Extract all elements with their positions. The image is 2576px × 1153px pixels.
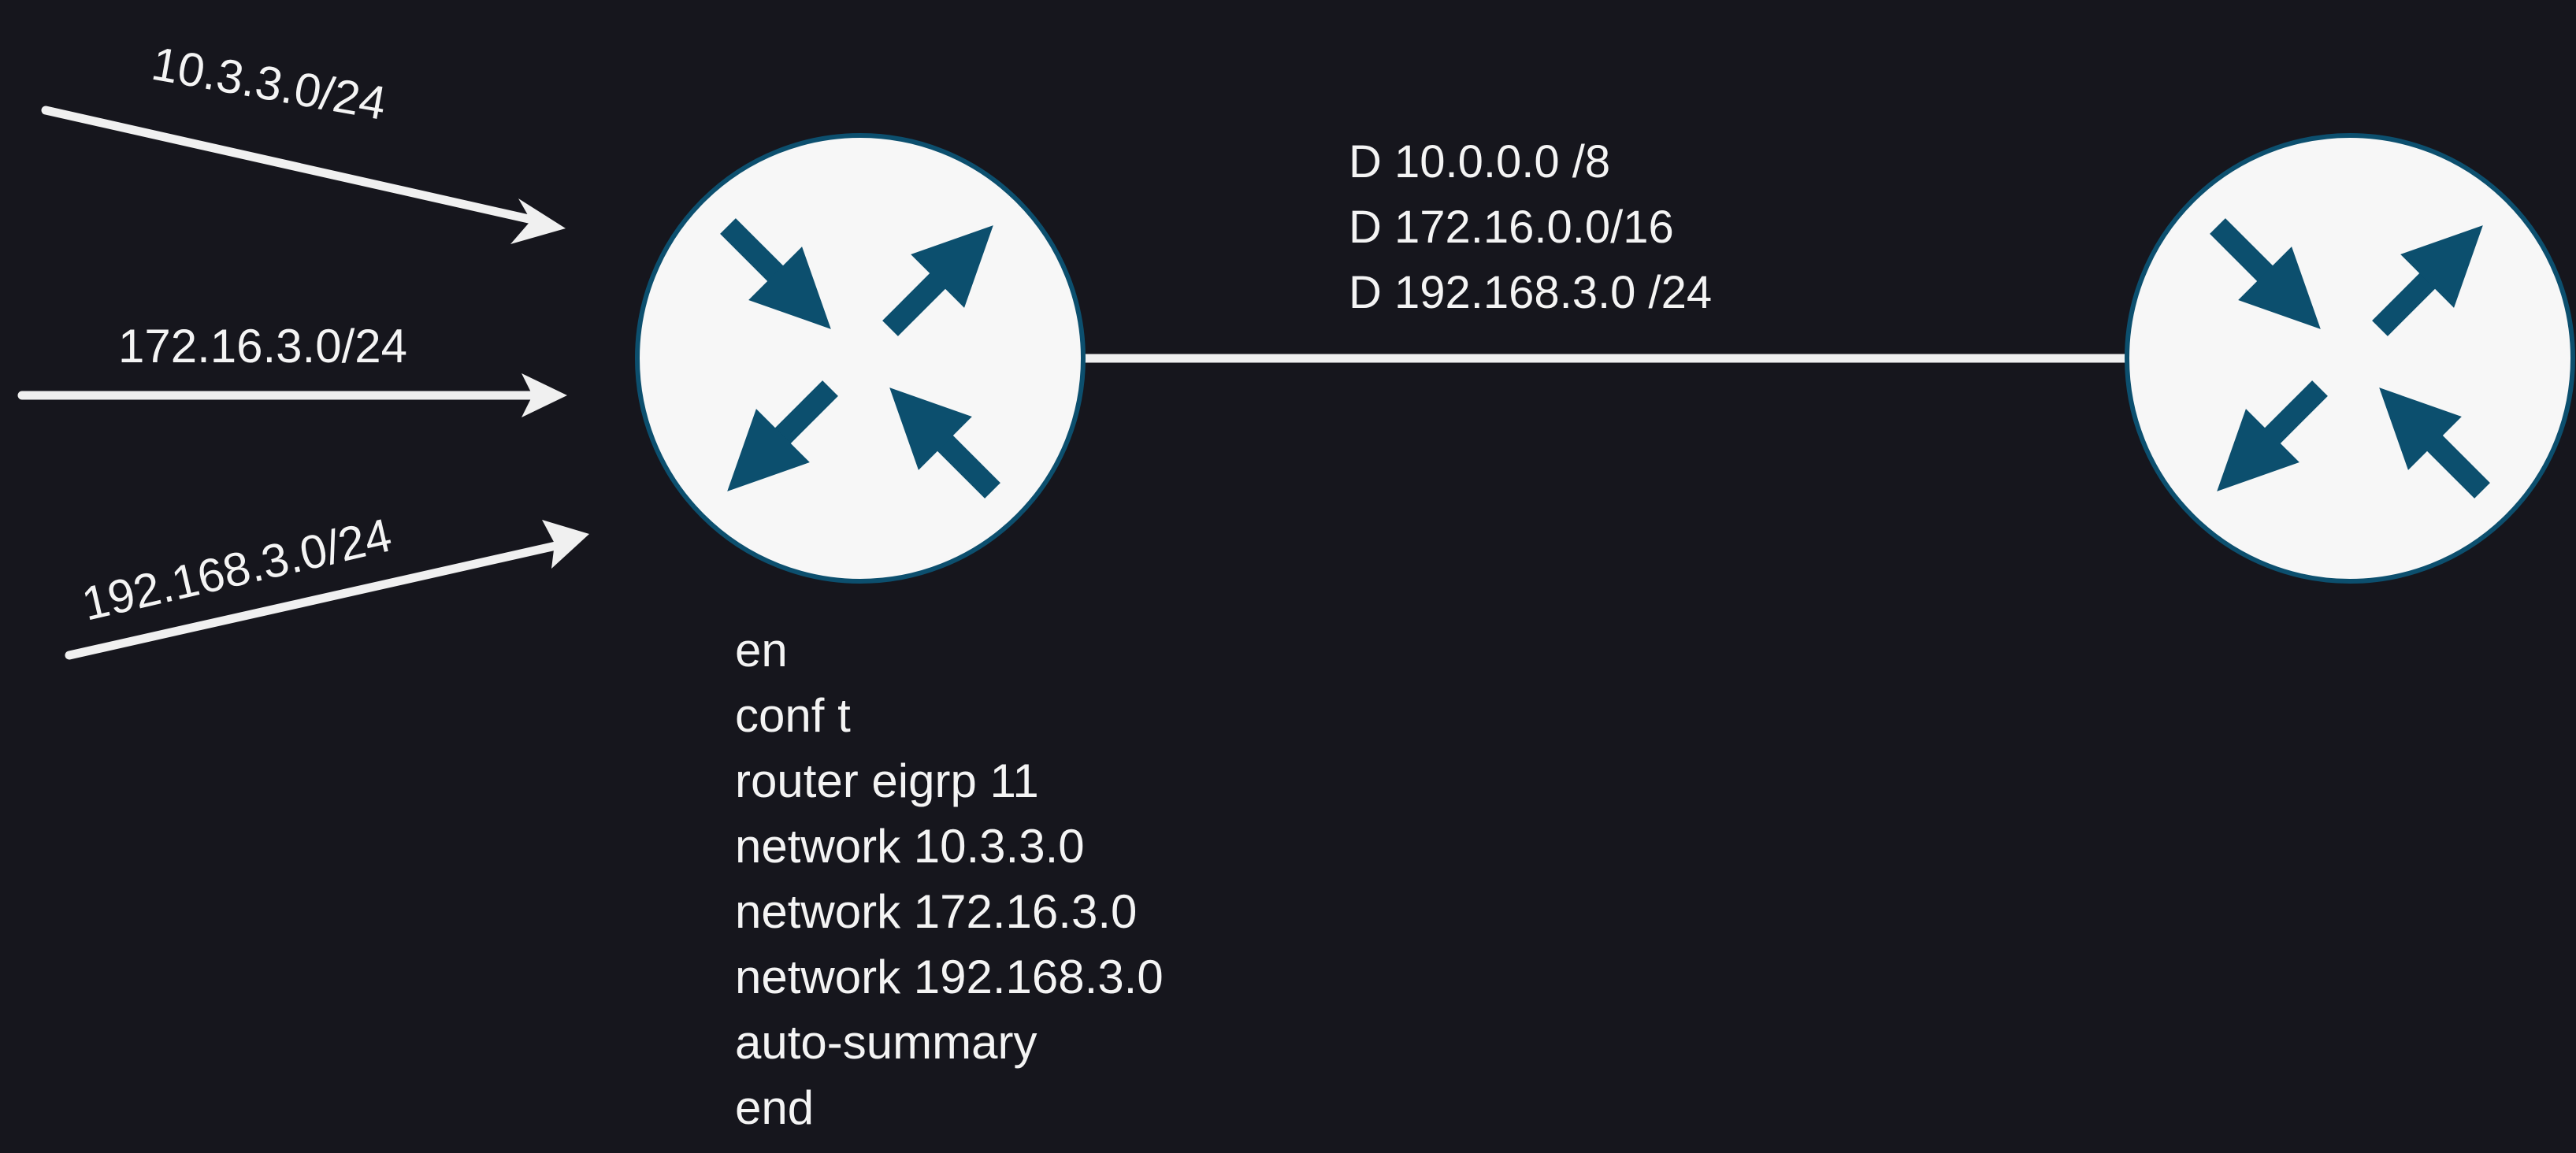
command-line: conf t [735, 689, 851, 742]
route-entry: D 10.0.0.0 /8 [1349, 136, 1610, 187]
config-commands: en conf t router eigrp 11 network 10.3.3… [735, 624, 1164, 1134]
network-label-3: 192.168.3.0/24 [77, 508, 396, 630]
command-line: end [735, 1081, 814, 1134]
command-line: network 172.16.3.0 [735, 885, 1137, 938]
router-left[interactable] [635, 133, 1086, 584]
incoming-network-arrows [17, 106, 589, 660]
route-entry: D 172.16.0.0/16 [1349, 202, 1674, 253]
network-arrow-3 [65, 520, 589, 660]
route-entry: D 192.168.3.0 /24 [1349, 267, 1712, 318]
network-label-2: 172.16.3.0/24 [118, 320, 407, 373]
network-arrow-2 [17, 373, 567, 417]
command-line: en [735, 624, 788, 677]
command-line: router eigrp 11 [735, 754, 1039, 807]
network-label-1: 10.3.3.0/24 [148, 37, 390, 130]
command-line: auto-summary [735, 1016, 1037, 1069]
router-right[interactable] [2125, 133, 2575, 584]
command-line: network 10.3.3.0 [735, 820, 1085, 873]
route-table: D 10.0.0.0 /8 D 172.16.0.0/16 D 192.168.… [1349, 136, 1712, 318]
network-arrow-1 [41, 106, 566, 244]
command-line: network 192.168.3.0 [735, 951, 1164, 1003]
